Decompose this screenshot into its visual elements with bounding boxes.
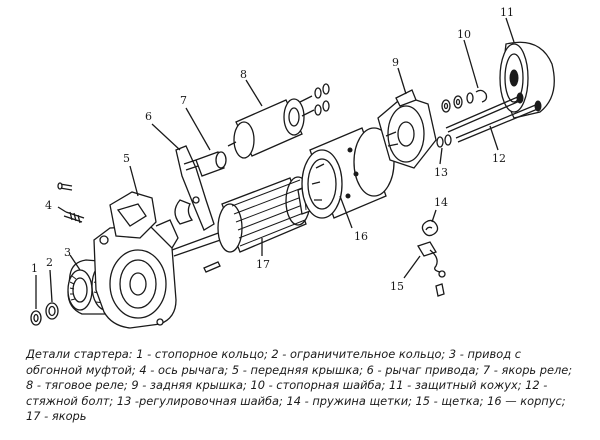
part-front-cover	[93, 165, 179, 329]
label-14: 14	[434, 196, 448, 209]
part-drive-lever	[151, 123, 215, 231]
part-relay-armature	[183, 107, 227, 177]
part-relay-washers	[314, 83, 330, 116]
part-retaining-ring	[30, 275, 42, 326]
part-cover-washers	[441, 92, 474, 113]
part-rear-cover	[377, 67, 437, 169]
part-armature	[171, 176, 335, 257]
part-lever-axis	[57, 206, 85, 224]
part-traction-relay	[227, 79, 315, 159]
part-housing	[301, 127, 395, 229]
diagram-caption: Детали стартера: 1 - стопорное кольцо; 2…	[26, 347, 573, 424]
label-5: 5	[123, 152, 130, 165]
label-8: 8	[240, 68, 247, 81]
part-adjusting-washer	[436, 134, 452, 165]
part-tie-bolts	[445, 92, 542, 151]
label-15: 15	[390, 280, 404, 293]
part-brush-spring	[421, 209, 439, 237]
part-protective-cover	[499, 17, 555, 119]
label-9: 9	[392, 56, 399, 69]
label-17: 17	[256, 258, 270, 271]
label-7: 7	[180, 94, 187, 107]
label-1: 1	[31, 262, 38, 275]
label-12: 12	[492, 152, 506, 165]
part-limit-ring	[45, 269, 59, 320]
label-10: 10	[457, 28, 471, 41]
label-11: 11	[500, 6, 514, 19]
part-brush	[403, 241, 446, 297]
label-2: 2	[46, 256, 53, 269]
label-13: 13	[434, 166, 448, 179]
starter-exploded-diagram: 1 2 4 3	[30, 6, 555, 329]
label-3: 3	[64, 246, 71, 259]
part-lock-washer	[463, 39, 488, 103]
label-16: 16	[354, 230, 368, 243]
label-6: 6	[145, 110, 152, 123]
part-pin	[203, 261, 221, 273]
label-4: 4	[45, 199, 52, 212]
part-small-bolt	[57, 182, 73, 191]
